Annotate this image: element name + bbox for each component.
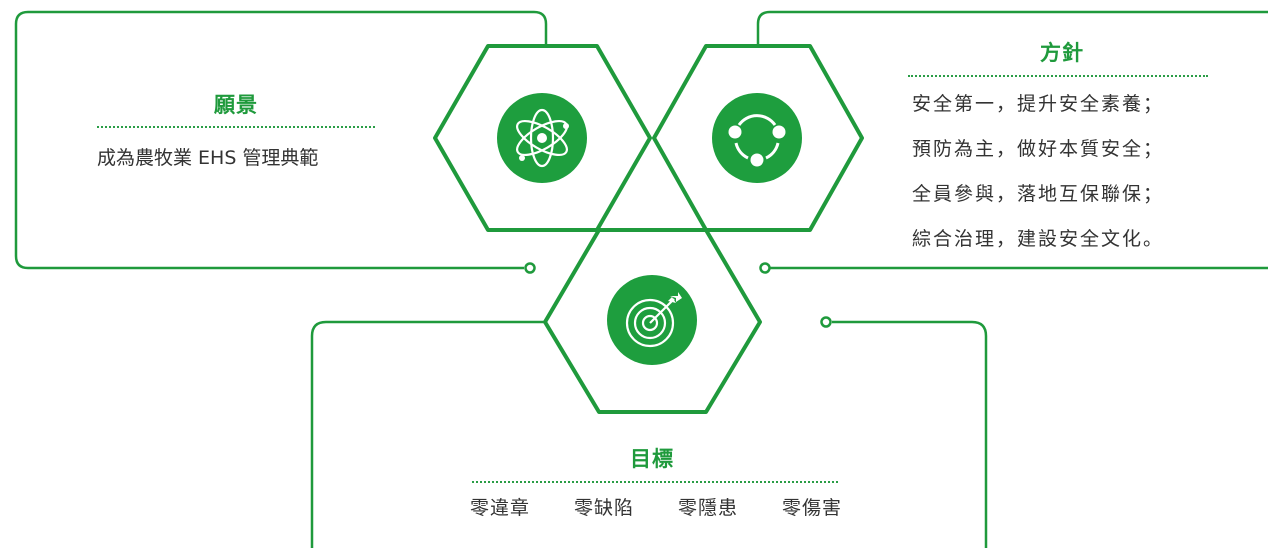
goal-item: 零缺陷: [573, 497, 634, 519]
goal-item: 零隱患: [677, 497, 738, 519]
goal-connector-dot: [820, 316, 832, 328]
vision-panel-border: [14, 10, 548, 270]
vision-title: 願景: [214, 93, 258, 117]
mission-title: 方針: [1040, 41, 1084, 65]
mission-panel-border: [756, 10, 1268, 270]
mission-connector-dot: [759, 262, 771, 274]
mission-line: 全員參與，落地互保聯保；: [912, 183, 1165, 205]
target-arrow-icon: [607, 275, 697, 365]
mission-lines: 安全第一，提升安全素養； 預防為主，做好本質安全； 全員參與，落地互保聯保； 綜…: [912, 87, 1212, 267]
goal-panel-border: [310, 320, 988, 548]
goal-divider: [472, 481, 838, 483]
goal-items: 零違章 零缺陷 零隱患 零傷害: [470, 493, 842, 520]
goal-title: 目標: [630, 447, 674, 471]
mission-line: 預防為主，做好本質安全；: [912, 138, 1165, 160]
goal-item: 零違章: [470, 497, 531, 519]
connected-nodes-icon: [712, 93, 802, 183]
mission-divider: [908, 75, 1208, 77]
vision-divider: [97, 126, 375, 128]
atom-icon: [497, 93, 587, 183]
vision-connector-dot: [524, 262, 536, 274]
mission-line: 安全第一，提升安全素養；: [912, 93, 1165, 115]
mission-line: 綜合治理，建設安全文化。: [912, 228, 1165, 250]
goal-item: 零傷害: [781, 497, 842, 519]
vision-text: 成為農牧業 EHS 管理典範: [97, 147, 319, 169]
